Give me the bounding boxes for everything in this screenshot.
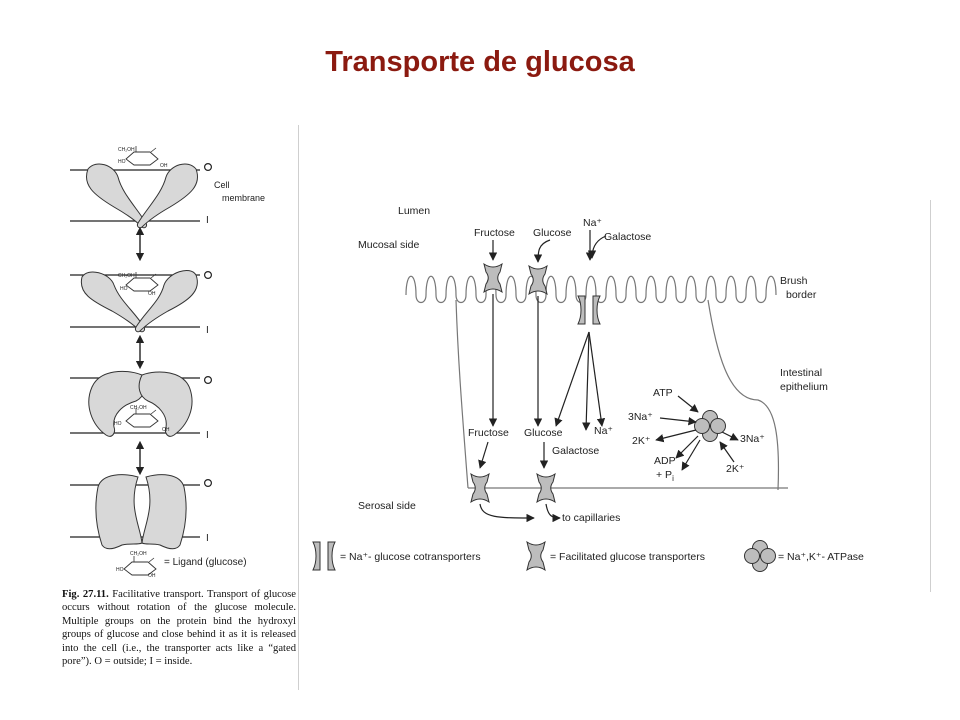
k2-out-label: 2K⁺ <box>632 435 651 447</box>
legend-facilitated-label: = Facilitated glucose transporters <box>550 551 705 563</box>
facilitative-transport-figure: CH₂OH HO OH I Cell membrane CH₂OH HO OH … <box>56 125 299 690</box>
adp-pi-label: + Pi <box>656 469 674 483</box>
svg-text:I: I <box>206 533 209 544</box>
svg-text:I: I <box>206 430 209 441</box>
apical-fructose-transporter <box>483 263 503 293</box>
svg-text:OH: OH <box>148 573 156 579</box>
svg-text:CH₂OH: CH₂OH <box>130 405 147 411</box>
svg-text:CH₂OH: CH₂OH <box>130 551 147 557</box>
lumen-label: Lumen <box>398 205 430 217</box>
svg-text:membrane: membrane <box>222 193 265 203</box>
na3-out-label: 3Na⁺ <box>740 433 765 445</box>
k2-in-label: 2K⁺ <box>726 463 745 475</box>
pump-arrows <box>655 395 739 471</box>
serosal-side-label: Serosal side <box>358 500 416 512</box>
atp-label: ATP <box>653 387 673 399</box>
na-top-label: Na⁺ <box>583 217 602 229</box>
intestinal-transport-figure: Lumen Mucosal side Serosal side Brush bo… <box>298 200 931 592</box>
facilitative-transport-diagram: CH₂OH HO OH I Cell membrane CH₂OH HO OH … <box>70 145 265 579</box>
svg-text:HO: HO <box>118 159 126 165</box>
svg-text:CH₂OH: CH₂OH <box>118 273 135 279</box>
intestinal-epithelium-label: Intestinal <box>780 367 822 379</box>
legend-atpase-label: = Na⁺,K⁺- ATPase <box>778 551 864 563</box>
galactose-top-label: Galactose <box>604 231 651 243</box>
svg-text:HO: HO <box>116 567 124 573</box>
svg-text:HO: HO <box>114 421 122 427</box>
glucose-mid-label: Glucose <box>524 427 563 439</box>
galactose-mid-label: Galactose <box>552 445 599 457</box>
svg-text:CH₂OH: CH₂OH <box>118 147 135 153</box>
fructose-mid-label: Fructose <box>468 427 509 439</box>
figure-number: Fig. 27.11. <box>62 589 109 600</box>
na3-in-label: 3Na⁺ <box>628 411 653 423</box>
na-glucose-cotransporter <box>577 295 601 325</box>
na-k-atpase-pump <box>694 410 726 442</box>
svg-text:OH: OH <box>160 163 168 169</box>
transporter-state-2: CH₂OH HO OH I <box>70 270 213 336</box>
svg-text:HO: HO <box>120 286 128 292</box>
caption-text: Facilitative transport. Transport of glu… <box>62 589 296 668</box>
na-mid-label: Na⁺ <box>594 425 613 437</box>
svg-text:I: I <box>206 215 209 226</box>
intestinal-transport-diagram: Lumen Mucosal side Serosal side Brush bo… <box>312 205 864 572</box>
svg-text:OH: OH <box>162 427 170 433</box>
basolateral-arrows <box>478 441 561 523</box>
uptake-arrows <box>488 230 607 431</box>
glucose-top-label: Glucose <box>533 227 572 239</box>
epithelial-cell-outlines <box>455 299 788 491</box>
transporter-state-1: CH₂OH HO OH I Cell membrane <box>70 145 265 229</box>
to-capillaries-label: to capillaries <box>562 512 620 524</box>
transporter-state-4: I <box>70 474 213 550</box>
brush-border-label: Brush <box>780 275 808 287</box>
brush-border <box>405 275 777 304</box>
apical-glucose-transporter <box>528 265 548 295</box>
mucosal-side-label: Mucosal side <box>358 239 419 251</box>
legend-cotransporter-label: = Na⁺- glucose cotransporters <box>340 551 481 563</box>
legend-atpase-icon <box>744 540 776 572</box>
adp-label: ADP <box>654 455 676 467</box>
fructose-top-label: Fructose <box>474 227 515 239</box>
svg-text:OH: OH <box>148 291 156 297</box>
transporter-legend: = Na⁺- glucose cotransporters = Facilita… <box>312 540 864 572</box>
ligand-legend-label: = Ligand (glucose) <box>164 557 247 568</box>
brush-border-label-2: border <box>786 289 817 301</box>
page-title: Transporte de glucosa <box>325 46 635 78</box>
transporter-state-3: CH₂OH HO OH I <box>70 370 213 441</box>
svg-text:I: I <box>206 325 209 336</box>
legend-facilitated-icon <box>526 541 546 571</box>
legend-cotransporter-icon <box>312 541 336 571</box>
svg-text:Cell: Cell <box>214 180 230 190</box>
intestinal-epithelium-label-2: epithelium <box>780 381 828 393</box>
ligand-legend: CH₂OH HO OH = Ligand (glucose) <box>116 551 247 579</box>
figure-caption: Fig. 27.11. Facilitative transport. Tran… <box>62 588 296 668</box>
